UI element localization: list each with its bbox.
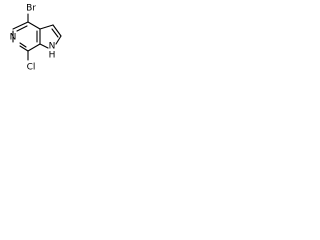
ring-nitrogen-label: N [10, 33, 17, 43]
chlorine-label: Cl [27, 63, 36, 73]
bond-c5-c4 [12, 21, 29, 30]
bond-c7a-c7 [27, 43, 41, 52]
bromine-label: Br [26, 4, 36, 14]
double-bond-c7-n6-inner [19, 42, 27, 48]
bond-c3-c2 [52, 24, 62, 37]
pyrrole-nitrogen-label: N [49, 42, 56, 52]
bond-n1-c7a [39, 43, 49, 49]
bond-c3a-c3 [39, 24, 54, 30]
chemical-structure: Br Cl N N H [10, 4, 62, 73]
bond-c4-c3a [27, 21, 41, 30]
double-bond-c3-c2-inner [51, 28, 59, 38]
double-bond-c4-c5-inner [16, 25, 28, 32]
pyrrole-hydrogen-label: H [49, 51, 56, 61]
bond-c7-n6 [19, 45, 29, 52]
bond-c2-n1 [55, 35, 62, 45]
